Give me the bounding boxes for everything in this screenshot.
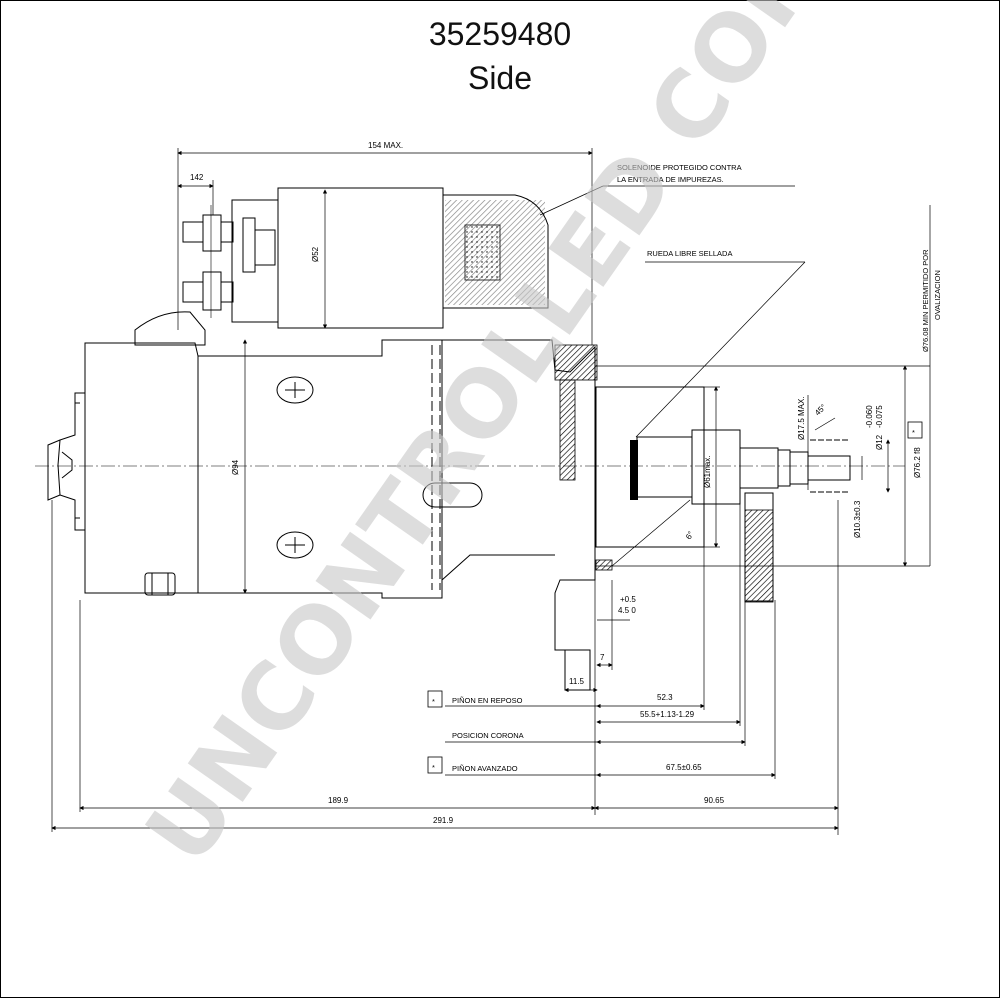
note-solenoid-line2: LA ENTRADA DE IMPUREZAS.: [617, 175, 724, 184]
dim-4-5: 4.5 0: [618, 606, 636, 615]
dimension-labels: 154 MAX. 142 Ø52 Ø94 Ø61max. Ø17.5 MAX. …: [190, 141, 922, 825]
note-pinion-rest: PIÑON EN REPOSO: [452, 696, 523, 705]
dim-tol-bot: -0.075: [875, 405, 884, 428]
dim-tol-top: -0.060: [865, 405, 874, 428]
dim-189-9: 189.9: [328, 796, 349, 805]
view-subtitle: Side: [467, 60, 533, 96]
dim-55-5: 55.5+1.13-1.29: [640, 710, 695, 719]
dim-plus-0-5: +0.5: [620, 595, 636, 604]
note-ovalization-line1: Ø76.08 MIN PERMITIDO POR: [921, 249, 930, 352]
star-pinion-rest: *: [432, 697, 435, 706]
section-hatching: [445, 200, 774, 603]
dim-d76-2: Ø76.2 f8: [913, 447, 922, 478]
dim-d10-3: Ø10.3±0.3: [853, 500, 862, 538]
dim-7: 7: [600, 653, 605, 662]
dim-d17-5-max: Ø17.5 MAX.: [797, 396, 806, 440]
dim-d52: Ø52: [311, 246, 320, 262]
star-pinion-advanced: *: [432, 763, 435, 772]
watermark-uncontrolled-copy: UNCONTROLLED COPY: [125, 0, 876, 883]
dimension-lines: [51, 148, 931, 835]
dim-154-max: 154 MAX.: [368, 141, 403, 150]
dim-11-5: 11.5: [569, 677, 585, 686]
notes: SOLENOIDE PROTEGIDO CONTRA LA ENTRADA DE…: [427, 163, 942, 774]
note-pinion-advanced: PIÑON AVANZADO: [452, 764, 518, 773]
dim-45-deg: 45°: [813, 402, 828, 417]
star-d76: *: [912, 428, 915, 437]
dim-142: 142: [190, 173, 204, 182]
note-ovalization-line2: OVALIZACION: [933, 270, 942, 320]
note-solenoid-line1: SOLENOIDE PROTEGIDO CONTRA: [617, 163, 742, 172]
part-number-title: 35259480: [428, 16, 572, 52]
dim-90-65: 90.65: [704, 796, 725, 805]
dim-291-9: 291.9: [433, 816, 454, 825]
note-crown-position: POSICION CORONA: [452, 731, 524, 740]
dim-d12: Ø12: [875, 434, 884, 450]
dim-6-deg: 6°: [684, 530, 696, 541]
dim-52-3: 52.3: [657, 693, 673, 702]
dim-d94: Ø94: [231, 459, 240, 475]
dim-d61-max: Ø61max.: [703, 456, 712, 488]
note-freewheel: RUEDA LIBRE SELLADA: [647, 249, 732, 258]
dim-67-5: 67.5±0.65: [666, 763, 702, 772]
